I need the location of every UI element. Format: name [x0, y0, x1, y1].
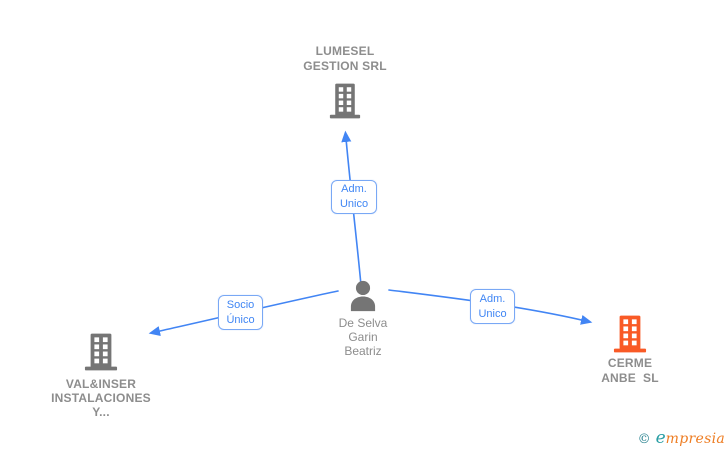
- brand-letter-e: e: [655, 428, 666, 448]
- person-icon: [346, 280, 380, 312]
- company-name: CERME ANBE SL: [601, 356, 659, 385]
- person-name: De Selva Garin Beatriz: [338, 316, 388, 358]
- company-node-cerme[interactable]: CERME ANBE SL: [550, 315, 710, 386]
- brand-text: mpresia: [665, 431, 725, 447]
- building-icon: [84, 333, 118, 371]
- copyright-icon: ©: [637, 432, 651, 447]
- company-name: LUMESEL GESTION SRL: [303, 44, 387, 73]
- company-node-lumesel[interactable]: LUMESEL GESTION SRL: [263, 44, 427, 119]
- company-node-valinser[interactable]: VAL&INSER INSTALACIONES Y...: [21, 333, 181, 419]
- edge-label-adm-unico-top: Adm. Unico: [331, 180, 377, 214]
- edge-label-adm-unico-right: Adm. Unico: [470, 289, 515, 324]
- building-icon: [613, 315, 647, 353]
- edge-label-socio-unico: Socio Único: [218, 295, 263, 330]
- person-node-de-selva[interactable]: De Selva Garin Beatriz: [303, 280, 423, 358]
- building-icon: [329, 83, 361, 119]
- empresia-logo[interactable]: © empresia: [638, 428, 725, 448]
- company-name: VAL&INSER INSTALACIONES Y...: [51, 377, 151, 419]
